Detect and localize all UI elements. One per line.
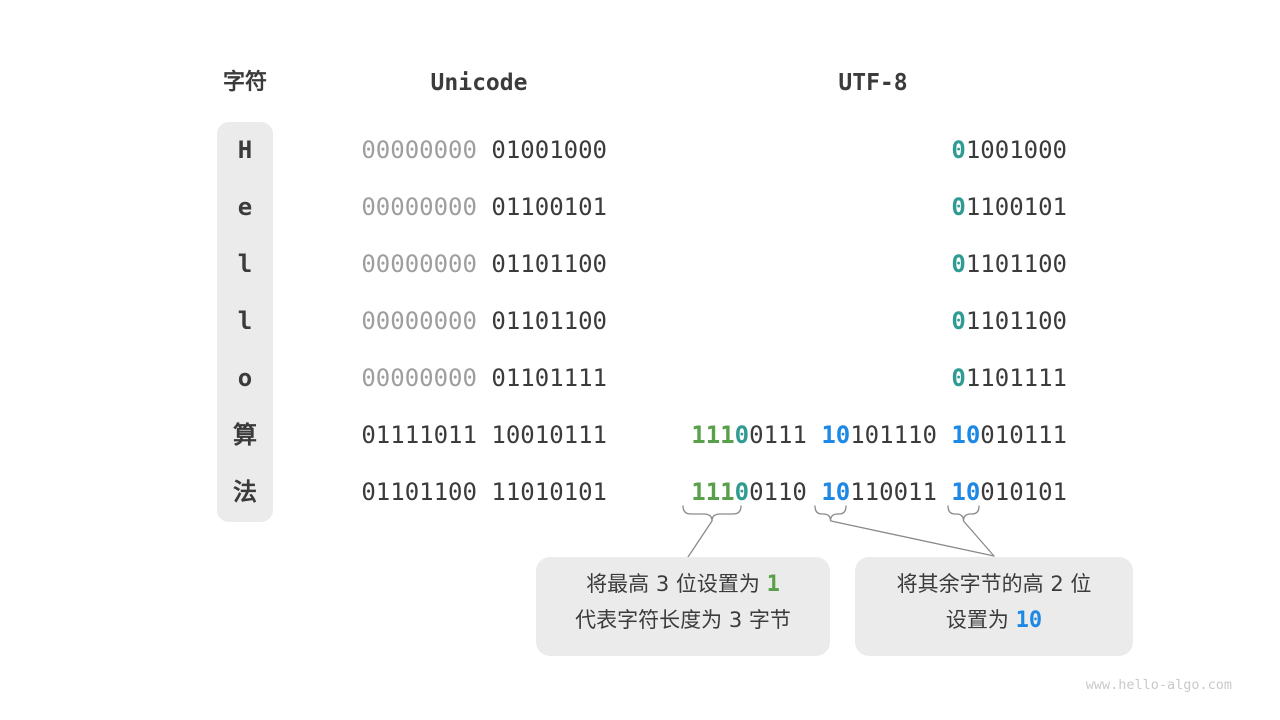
utf8-cell: 01101111	[600, 350, 1067, 407]
unicode-cell: 00000000 01101100	[240, 236, 607, 293]
unicode-cell: 00000000 01100101	[240, 179, 607, 236]
column-header-character: 字符	[222, 70, 267, 95]
bit-segment: 0	[734, 478, 750, 506]
watermark: www.hello-algo.com	[1085, 677, 1232, 693]
bit-segment: 1101100	[965, 250, 1067, 278]
bit-segment: 1100101	[965, 193, 1067, 221]
bit-segment: 111	[691, 421, 735, 449]
bit-segment: 01101100	[491, 250, 607, 278]
bit-segment: 111	[691, 478, 735, 506]
unicode-cell: 00000000 01101111	[240, 350, 607, 407]
bit-segment: 101110	[850, 421, 937, 449]
utf8-cell: 11100111 10101110 10010111	[600, 407, 1067, 464]
bit-segment: 01100101	[491, 193, 607, 221]
character-cell: l	[237, 250, 253, 278]
connector-line-cont-2	[830, 520, 995, 557]
bit-segment: 00000000	[361, 250, 477, 278]
character-cell: 法	[233, 478, 257, 506]
bit-segment: 0	[951, 136, 966, 164]
bit-segment: 10	[821, 421, 851, 449]
bit-segment: 01111011	[361, 421, 477, 449]
bit-segment: 10	[821, 478, 851, 506]
connector-line-leading	[687, 520, 713, 558]
bit-segment: 01101100	[361, 478, 477, 506]
callout-line: 将最高 3 位设置为 1	[536, 566, 830, 602]
character-cell: 算	[233, 421, 257, 449]
bit-segment: 11010101	[491, 478, 607, 506]
callout-line: 将其余字节的高 2 位	[896, 572, 1092, 596]
bit-segment: 1101100	[965, 307, 1067, 335]
bit-segment: 1101111	[965, 364, 1067, 392]
bit-segment: 0	[951, 250, 966, 278]
bit-segment: 00000000	[361, 307, 477, 335]
bit-segment: 10	[951, 421, 981, 449]
highlight-bit-1: 1	[766, 572, 780, 597]
utf8-cell: 01101100	[600, 293, 1067, 350]
column-header-unicode: Unicode	[430, 70, 528, 96]
connector-line-cont-3	[962, 520, 995, 557]
bit-segment: 0	[951, 307, 966, 335]
bit-segment: 0	[951, 193, 966, 221]
callout-leading-bits: 将最高 3 位设置为 1 代表字符长度为 3 字节	[536, 557, 830, 656]
bit-segment: 00000000	[361, 364, 477, 392]
unicode-cell: 01111011 10010111	[240, 407, 607, 464]
unicode-cell: 00000000 01001000	[240, 122, 607, 179]
utf8-cell: 11100110 10110011 10010101	[600, 464, 1067, 521]
bit-segment: 01001000	[491, 136, 607, 164]
bit-segment: 01101111	[491, 364, 607, 392]
bit-segment: 1001000	[965, 136, 1067, 164]
callout-text: 设置为	[945, 608, 1016, 632]
bit-segment: 0	[734, 421, 750, 449]
utf8-cell: 01100101	[600, 179, 1067, 236]
bit-segment: 010101	[980, 478, 1067, 506]
bit-segment: 00000000	[361, 136, 477, 164]
character-cell: o	[237, 364, 253, 392]
callout-continuation-bits: 将其余字节的高 2 位 设置为 10	[855, 557, 1133, 656]
bit-segment: 10	[951, 478, 981, 506]
bit-segment: 10010111	[491, 421, 607, 449]
bit-segment: 0110	[749, 478, 807, 506]
character-cell: H	[237, 136, 253, 164]
highlight-bits-10: 10	[1015, 608, 1043, 633]
bit-segment: 010111	[980, 421, 1067, 449]
utf8-cell: 01101100	[600, 236, 1067, 293]
unicode-cell: 01101100 11010101	[240, 464, 607, 521]
bit-segment: 110011	[850, 478, 937, 506]
bit-segment: 0111	[749, 421, 807, 449]
bit-segment: 00000000	[361, 193, 477, 221]
utf8-cell: 01001000	[600, 122, 1067, 179]
character-cell: l	[237, 307, 253, 335]
bit-segment: 0	[951, 364, 966, 392]
callout-text: 将最高 3 位设置为	[586, 572, 767, 596]
character-cell: e	[237, 193, 253, 221]
column-header-utf8: UTF-8	[838, 70, 908, 96]
unicode-cell: 00000000 01101100	[240, 293, 607, 350]
callout-line: 设置为 10	[855, 602, 1133, 638]
callout-line: 代表字符长度为 3 字节	[575, 608, 791, 632]
bit-segment: 01101100	[491, 307, 607, 335]
character-column-panel	[217, 122, 273, 522]
